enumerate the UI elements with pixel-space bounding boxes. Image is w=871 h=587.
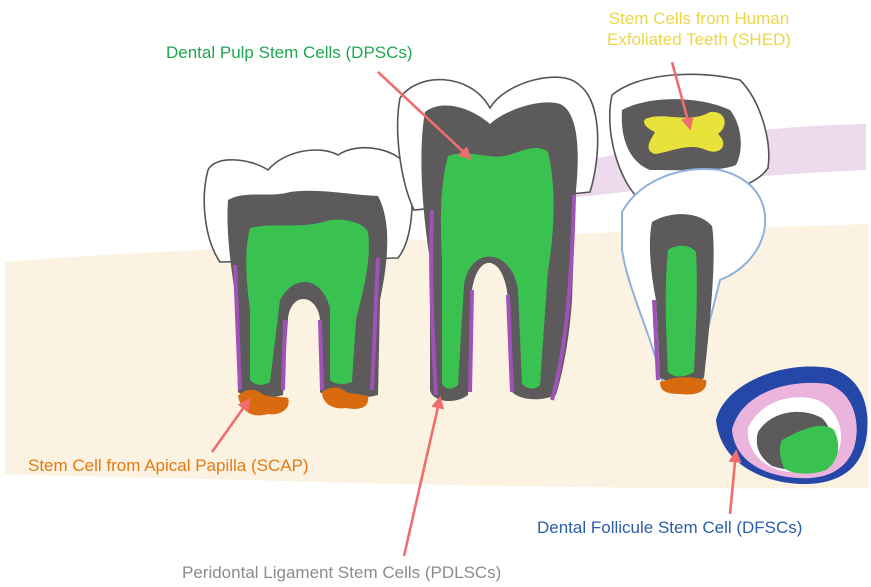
tooth-right-papilla — [660, 377, 706, 394]
label-dpsc: Dental Pulp Stem Cells (DPSCs) — [166, 42, 413, 63]
tooth-right-successor-pulp — [666, 246, 697, 377]
label-shed-line2: Exfoliated Teeth (SHED) — [563, 29, 835, 50]
label-pdlsc: Peridontal Ligament Stem Cells (PDLSCs) — [182, 562, 501, 583]
label-scap: Stem Cell from Apical Papilla (SCAP) — [28, 455, 309, 476]
label-shed-line1: Stem Cells from Human — [563, 8, 835, 29]
label-shed: Stem Cells from Human Exfoliated Teeth (… — [563, 8, 835, 50]
label-dfsc: Dental Follicule Stem Cell (DFSCs) — [537, 517, 802, 538]
